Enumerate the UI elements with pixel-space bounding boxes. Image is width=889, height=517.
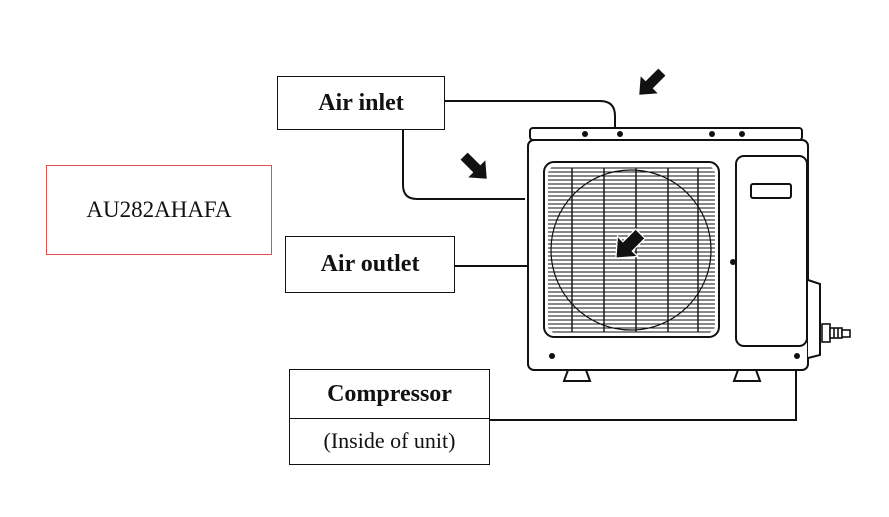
compressor-label: Compressor <box>290 370 489 419</box>
model-name: AU282AHAFA <box>86 197 231 223</box>
air-outlet-label: Air outlet <box>321 251 420 278</box>
panel-label-window <box>751 184 791 198</box>
unit-foot-left <box>564 370 590 381</box>
unit-top-plate <box>530 128 802 140</box>
model-name-box: AU282AHAFA <box>46 165 272 255</box>
panel-screw <box>730 259 736 265</box>
air-inlet-label: Air inlet <box>318 90 404 117</box>
air-inlet-side-arrow-icon <box>456 148 496 188</box>
air-inlet-top-arrow-icon <box>631 64 671 104</box>
top-screw-4 <box>739 131 745 137</box>
unit-foot-right <box>734 370 760 381</box>
unit-side-panel <box>808 280 820 358</box>
service-valve-icon <box>822 324 850 342</box>
air-inlet-leader-side <box>403 130 525 199</box>
air-outlet-label-box: Air outlet <box>285 236 455 293</box>
compressor-label-box: Compressor (Inside of unit) <box>289 369 490 465</box>
top-screw-3 <box>709 131 715 137</box>
air-inlet-label-box: Air inlet <box>277 76 445 130</box>
cabinet-screw-right <box>794 353 800 359</box>
compressor-note: (Inside of unit) <box>290 419 489 463</box>
top-screw-2 <box>617 131 623 137</box>
air-inlet-leader-top <box>445 101 615 128</box>
top-screw-1 <box>582 131 588 137</box>
cabinet-screw-left <box>549 353 555 359</box>
